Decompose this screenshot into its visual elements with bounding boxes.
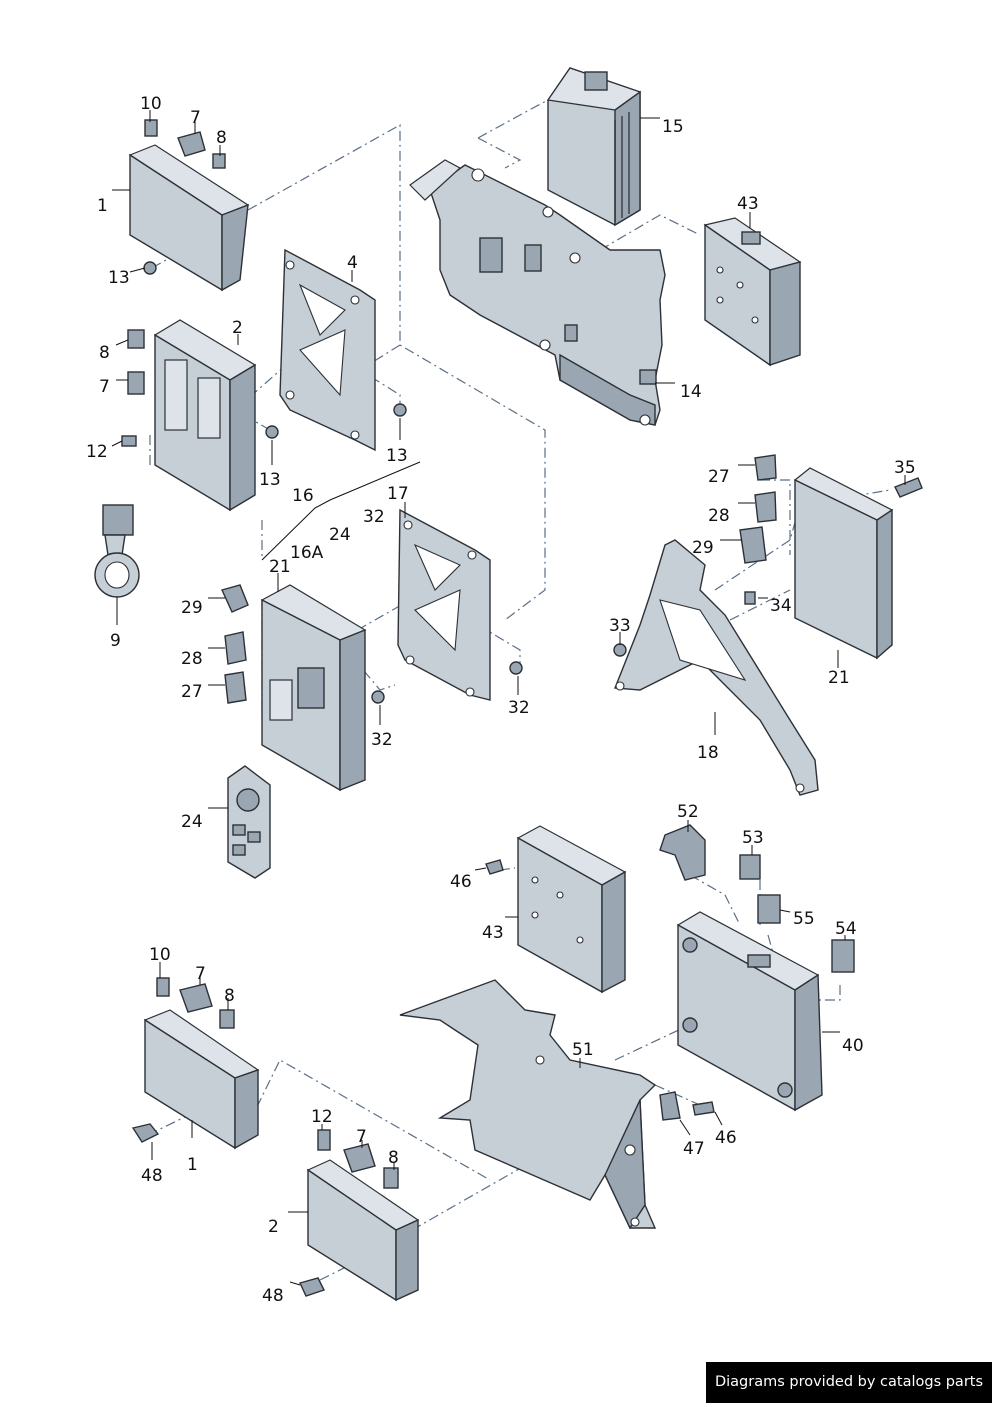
callout-32: 32 [363,507,385,527]
part-4-plate [279,248,407,452]
callout-7: 7 [99,377,110,397]
callout-8: 8 [224,986,235,1006]
callout-10: 10 [140,94,162,114]
callout-54: 54 [835,919,857,939]
part-18-bracket [613,539,819,796]
callout-13: 13 [108,268,130,288]
part-1-control-unit-top [128,119,250,292]
callout-27: 27 [181,682,203,702]
callout-1: 1 [97,196,108,216]
callout-28: 28 [708,506,730,526]
callout-47: 47 [683,1139,705,1159]
part-43-module-middle [485,825,627,994]
callout-33: 33 [609,616,631,636]
callout-43: 43 [737,194,759,214]
part-1-control-unit-bottom [131,977,260,1150]
callout-numbers: 15 43 14 10 7 8 1 13 4 2 8 7 12 13 13 16… [86,94,916,1306]
callout-13: 13 [386,446,408,466]
callout-21: 21 [269,557,291,577]
part-43-module-top [703,217,802,367]
callout-18: 18 [697,743,719,763]
callout-7: 7 [190,108,201,128]
callout-16: 16 [292,486,314,506]
part-21-control-unit-right [739,454,923,660]
callout-48: 48 [141,1166,163,1186]
part-2-control-unit [121,319,279,512]
callout-4: 4 [347,253,358,273]
callout-10: 10 [149,945,171,965]
callout-32: 32 [371,730,393,750]
callout-2: 2 [268,1217,279,1237]
callout-35: 35 [894,458,916,478]
callout-7: 7 [356,1127,367,1147]
part-15-amplifier [546,67,642,227]
callout-13: 13 [259,470,281,490]
callout-51: 51 [572,1040,594,1060]
attribution-banner: Diagrams provided by catalogs parts [706,1362,992,1403]
leader-lines [111,110,906,1286]
callout-2: 2 [232,318,243,338]
callout-8: 8 [388,1148,399,1168]
callout-16A: 16A [290,543,324,563]
callout-34: 34 [770,596,792,616]
part-9-cable-ring [94,504,140,598]
callout-8: 8 [216,128,227,148]
callout-46: 46 [715,1128,737,1148]
callout-55: 55 [793,909,815,929]
callout-29: 29 [692,538,714,558]
callout-46: 46 [450,872,472,892]
part-24-key-fob [227,765,271,879]
callout-15: 15 [662,117,684,137]
callout-53: 53 [742,828,764,848]
callout-27: 27 [708,467,730,487]
callout-1: 1 [187,1155,198,1175]
part-51-bracket [399,979,715,1230]
callout-24: 24 [329,525,351,545]
callout-12: 12 [311,1107,333,1127]
part-40-module [676,911,823,1112]
callout-48: 48 [262,1286,284,1306]
callout-17: 17 [387,484,409,504]
connectors-52-55 [659,824,855,973]
part-2-control-unit-bottom [299,1129,420,1302]
part-21-control-unit-left [221,584,385,792]
callout-40: 40 [842,1036,864,1056]
callout-24: 24 [181,812,203,832]
callout-43: 43 [482,923,504,943]
callout-28: 28 [181,649,203,669]
callout-9: 9 [110,631,121,651]
callout-7: 7 [195,964,206,984]
part-17-plate [397,508,523,701]
callout-8: 8 [99,343,110,363]
callout-32: 32 [508,698,530,718]
part-14-bracket [409,159,666,426]
callout-52: 52 [677,802,699,822]
callout-12: 12 [86,442,108,462]
callout-29: 29 [181,598,203,618]
callout-14: 14 [680,382,702,402]
callout-21: 21 [828,668,850,688]
